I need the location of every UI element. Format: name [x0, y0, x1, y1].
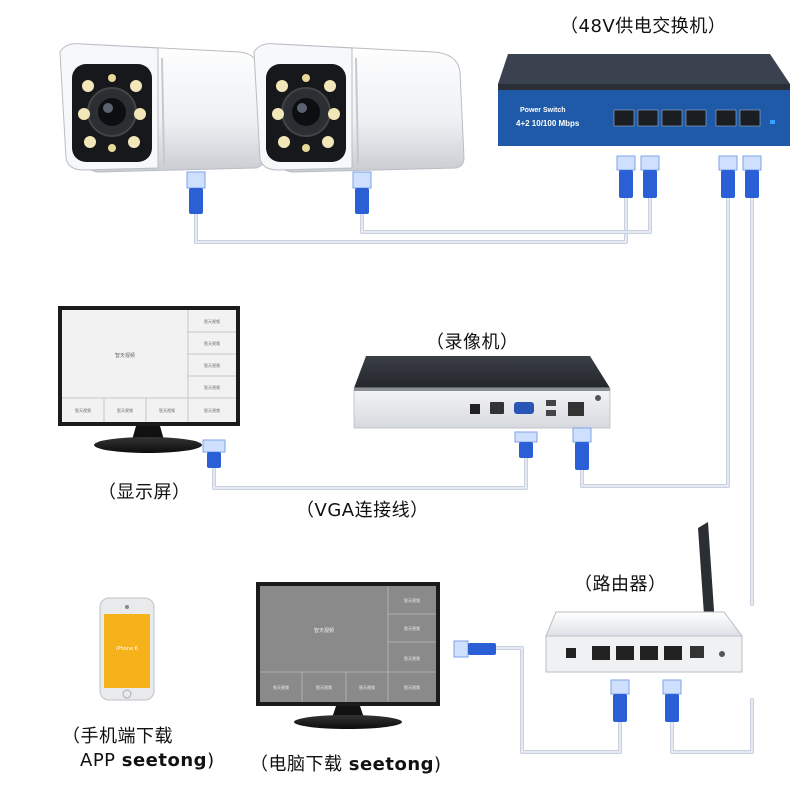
svg-text:智天视频: 智天视频: [204, 384, 220, 390]
svg-text:智天视频: 智天视频: [404, 655, 420, 661]
wire-router-lan2: [670, 698, 754, 754]
svg-text:智天视频: 智天视频: [273, 684, 289, 690]
rj45-plug-nvr: [572, 427, 592, 470]
label-poe-switch: （48V供电交换机）: [560, 16, 727, 37]
nvr-recorder: [353, 356, 611, 429]
wire-camera1-to-switch: [194, 196, 628, 244]
vga-monitor: 智天视频 智天视频 智天视频 智天视频 智天视频 智天视频 智天视频 智天视频 …: [58, 306, 240, 453]
rj45-plug-camera2: [352, 171, 372, 214]
wire-vga: [212, 456, 528, 490]
svg-text:智天视频: 智天视频: [204, 362, 220, 368]
svg-text:智天视频: 智天视频: [204, 318, 220, 324]
switch-ports: [613, 109, 761, 127]
vga-plug-monitor: [202, 439, 226, 468]
pc-brand: seetong: [348, 754, 435, 775]
router: [545, 522, 743, 673]
wire-camera2-to-switch: [360, 196, 652, 234]
monitor-main-cell: 智天视频: [115, 352, 135, 359]
switch-title: Power Switch: [520, 107, 566, 114]
bullet-camera-2: [253, 43, 465, 173]
label-monitor: （显示屏）: [98, 482, 191, 503]
rj45-plug-pc: [453, 640, 496, 658]
rj45-plugs-switch: [616, 155, 762, 198]
wires: [194, 196, 754, 754]
vga-plug-nvr: [514, 431, 538, 458]
bullet-camera-1: [59, 43, 265, 173]
pc-monitor: 智天视频 智天视频 智天视频 智天视频 智天视频 智天视频 智天视频 智天视频: [256, 582, 440, 729]
svg-text:智天视频: 智天视频: [316, 684, 332, 690]
svg-text:智天视频: 智天视频: [359, 684, 375, 690]
label-router: （路由器）: [574, 574, 667, 595]
monitor-grid: [62, 310, 236, 422]
switch-spec: 4+2 10/100 Mbps: [516, 119, 580, 128]
phone-model: iPhone 6: [116, 646, 138, 652]
svg-text:智天视频: 智天视频: [117, 407, 133, 413]
svg-text:智天视频: 智天视频: [404, 684, 420, 690]
svg-text:智天视频: 智天视频: [404, 625, 420, 631]
svg-text:智天视频: 智天视频: [204, 407, 220, 413]
svg-text:智天视频: 智天视频: [159, 407, 175, 413]
smartphone: iPhone 6: [99, 597, 155, 701]
svg-text:智天视频: 智天视频: [404, 597, 420, 603]
svg-text:智天视频: 智天视频: [204, 340, 220, 346]
rj45-plug-camera1: [186, 171, 206, 214]
poe-switch: Power Switch 4+2 10/100 Mbps: [498, 54, 790, 146]
svg-text:智天视频: 智天视频: [75, 407, 91, 413]
rj45-plugs-router: [610, 679, 682, 722]
phone-brand: seetong: [121, 750, 208, 771]
label-vga-cable: （VGA连接线）: [296, 500, 429, 521]
label-nvr: （录像机）: [426, 332, 519, 353]
label-pc-download: （电脑下载 seetong): [250, 754, 442, 775]
label-phone-download: （手机端下载: [62, 726, 173, 747]
label-phone-app: APP seetong): [80, 750, 215, 771]
pc-main-cell: 智天视频: [314, 627, 334, 634]
